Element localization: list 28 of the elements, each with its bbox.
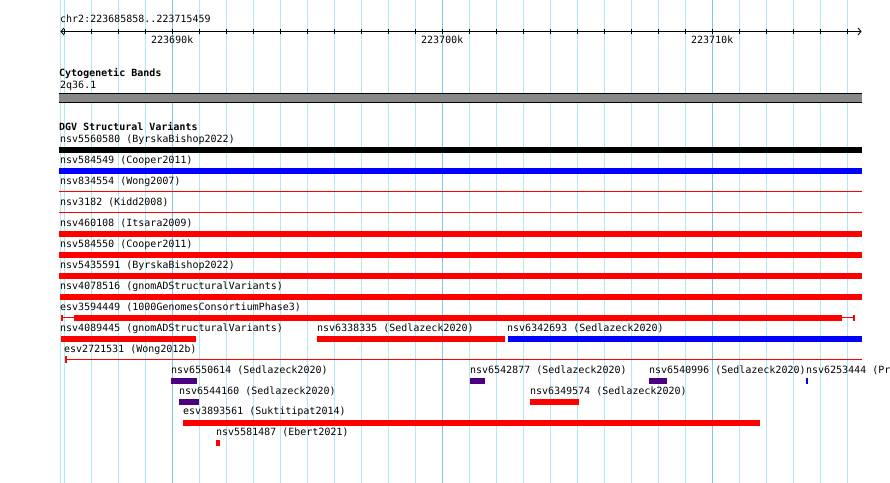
track-heading: Cytogenetic Bands: [59, 68, 162, 79]
feature-label: nsv6550614 (Sedlazeck2020): [171, 365, 328, 376]
feature-label: esv3594449 (1000GenomesConsortiumPhase3): [60, 302, 301, 313]
feature-label: nsv5560580 (ByrskaBishop2022): [60, 134, 235, 145]
feature-label: 2q36.1: [60, 80, 96, 91]
tick-label: 223690k: [151, 35, 194, 46]
feature-label: nsv3182 (Kidd2008): [60, 197, 168, 208]
feature-label: nsv584549 (Cooper2011): [60, 155, 192, 166]
feature-label: nsv6540996 (Sedlazeck2020): [649, 365, 806, 376]
feature-label: nsv6253444 (Pr: [806, 365, 890, 376]
feature-label: nsv5581487 (Ebert2021): [216, 427, 348, 438]
feature-label: nsv6349574 (Sedlazeck2020): [530, 386, 687, 397]
feature-label: nsv834554 (Wong2007): [60, 176, 180, 187]
tick-label: 223710k: [691, 35, 734, 46]
feature-label: esv2721531 (Wong2012b): [64, 344, 196, 355]
feature-label: nsv5435591 (ByrskaBishop2022): [60, 260, 235, 271]
feature-label: nsv4078516 (gnomADStructuralVariants): [60, 281, 283, 292]
feature-label: esv3893561 (Suktitipat2014): [183, 406, 346, 417]
feature-label: nsv4089445 (gnomADStructuralVariants): [60, 323, 283, 334]
feature-label: nsv6338335 (Sedlazeck2020): [317, 323, 474, 334]
tick-label: 223700k: [421, 35, 464, 46]
feature-label: nsv584550 (Cooper2011): [60, 239, 192, 250]
feature-label: nsv6542877 (Sedlazeck2020): [470, 365, 627, 376]
feature-label: nsv6544160 (Sedlazeck2020): [179, 386, 336, 397]
feature-label: nsv6342693 (Sedlazeck2020): [507, 323, 664, 334]
coordinate-range: chr2:223685858..223715459: [60, 14, 211, 25]
feature-label: nsv460108 (Itsara2009): [60, 218, 192, 229]
track-heading: DGV Structural Variants: [59, 122, 198, 133]
